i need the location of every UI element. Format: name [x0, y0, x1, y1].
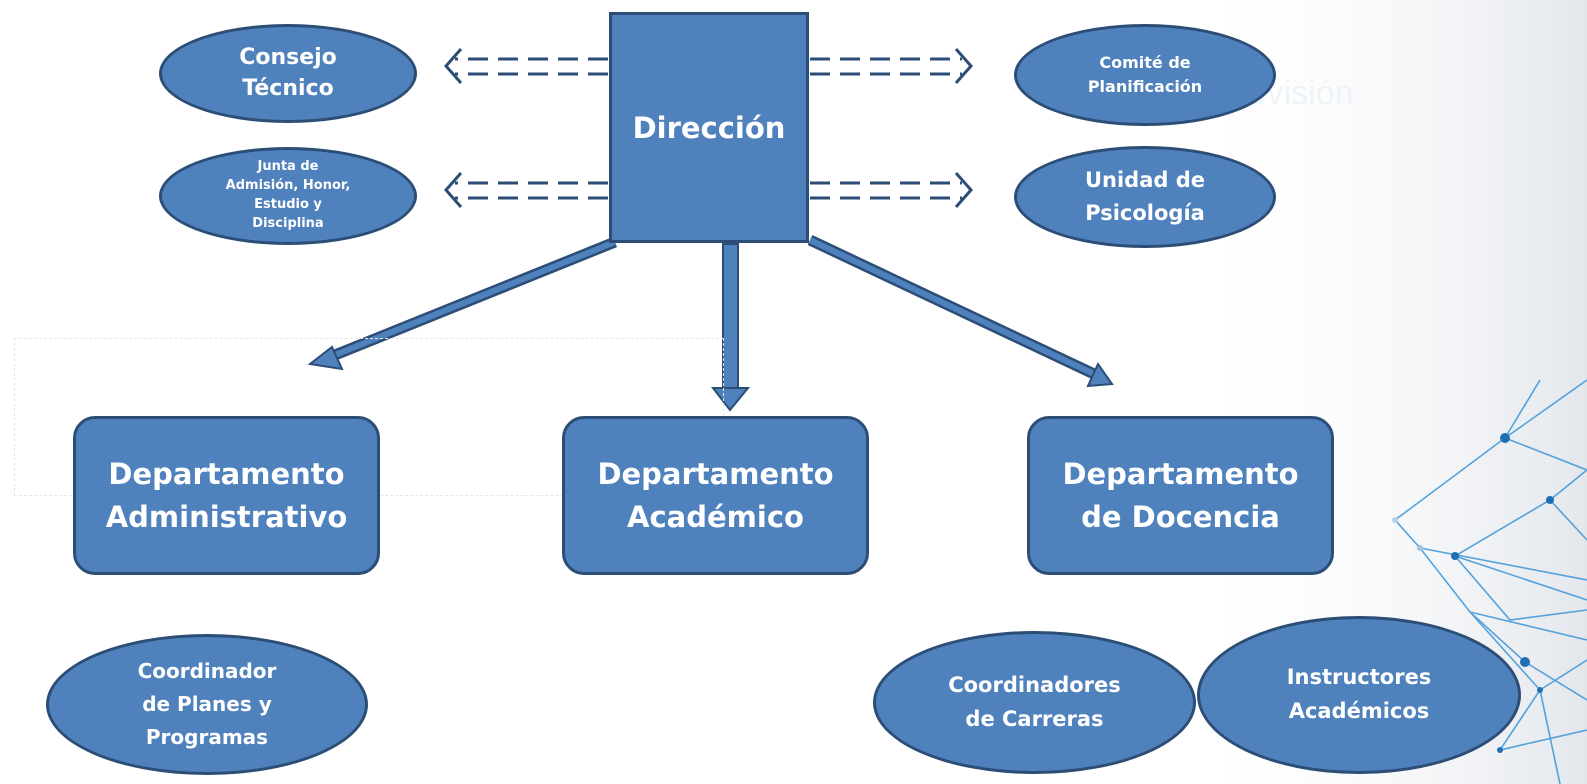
node-direccion-label: Dirección — [632, 110, 786, 145]
arrow-to-dep-academico — [710, 243, 751, 412]
connector-left-bottom — [443, 172, 608, 208]
node-coordinador-planes: Coordinador de Planes y Programas — [46, 634, 368, 775]
node-coordinador-planes-label: Coordinador de Planes y Programas — [137, 659, 277, 749]
node-direccion: Dirección — [609, 12, 809, 243]
node-comite-planificacion-label: Comité de Planificación — [1087, 53, 1203, 96]
node-instructores-academicos: Instructores Académicos — [1197, 616, 1521, 774]
node-dep-docencia: Departamento de Docencia — [1027, 416, 1334, 575]
arrow-to-dep-docencia — [807, 235, 1114, 388]
node-unidad-psicologia-label: Unidad de Psicología — [1084, 168, 1206, 225]
arrow-to-dep-administrativo — [307, 236, 618, 371]
node-instructores-academicos-label: Instructores Académicos — [1286, 665, 1432, 723]
connector-left-top — [443, 48, 608, 84]
node-dep-academico-label: Departamento Académico — [597, 457, 834, 534]
node-junta-label: Junta de Admisión, Honor, Estudio y Disc… — [225, 159, 351, 231]
node-unidad-psicologia: Unidad de Psicología — [1014, 146, 1276, 248]
node-dep-administrativo: Departamento Administrativo — [73, 416, 380, 575]
connector-right-top — [810, 48, 974, 84]
node-dep-administrativo-label: Departamento Administrativo — [105, 457, 348, 534]
node-dep-docencia-label: Departamento de Docencia — [1062, 457, 1299, 534]
connector-right-bottom — [810, 172, 974, 208]
node-junta: Junta de Admisión, Honor, Estudio y Disc… — [159, 147, 417, 245]
node-coordinadores-carreras: Coordinadores de Carreras — [873, 631, 1196, 774]
node-coordinadores-carreras-label: Coordinadores de Carreras — [948, 672, 1121, 731]
node-consejo-tecnico: Consejo Técnico — [159, 24, 417, 123]
node-comite-planificacion: Comité de Planificación — [1014, 24, 1276, 126]
node-consejo-tecnico-label: Consejo Técnico — [239, 44, 337, 101]
network-nodes — [1392, 433, 1554, 753]
node-dep-academico: Departamento Académico — [562, 416, 869, 575]
